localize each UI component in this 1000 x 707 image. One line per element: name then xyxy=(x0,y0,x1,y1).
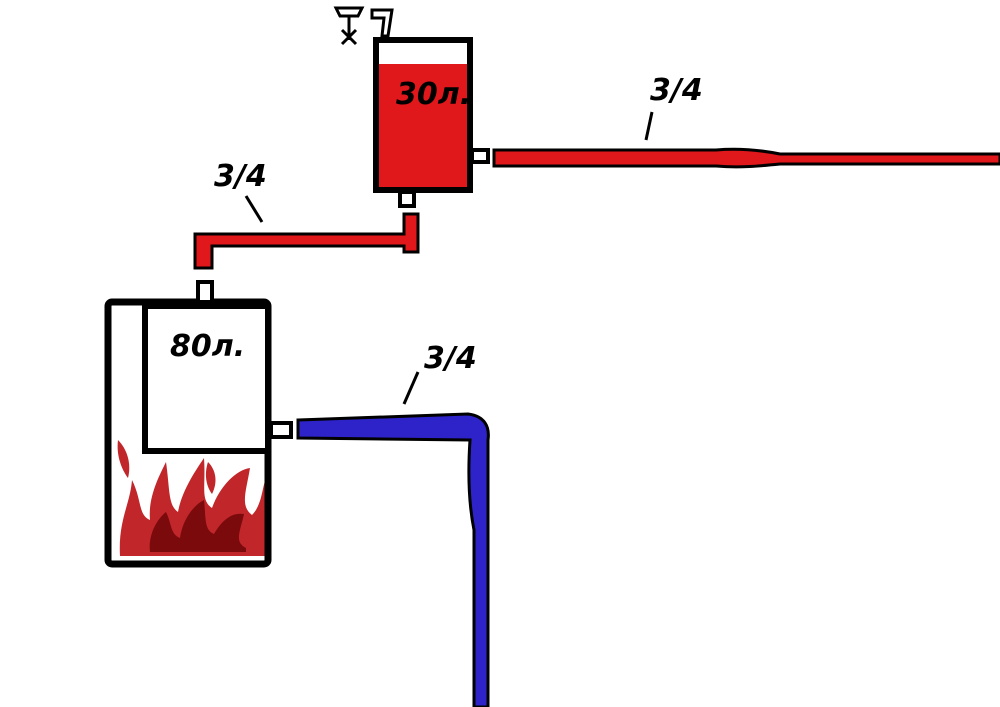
flame-lick-left xyxy=(117,440,130,478)
flame-lick-mid xyxy=(205,462,216,494)
faucet-star xyxy=(340,28,358,46)
boiler-top-nozzle xyxy=(196,280,214,304)
upper-tank-side-nozzle xyxy=(470,148,490,164)
boiler-stove: 80л. xyxy=(104,280,293,568)
boiler-side-nozzle xyxy=(269,421,293,439)
hot-pipe-link-segment xyxy=(193,212,420,270)
boiler-volume-label: 80л. xyxy=(170,329,245,364)
flame-inner xyxy=(149,500,246,552)
hot-pipe-right-segment xyxy=(492,147,1000,169)
hot-pipe-link-pointer xyxy=(244,195,264,223)
hot-pipe-right-size-label: 3/4 xyxy=(650,73,703,108)
fire-icon xyxy=(117,440,268,556)
upper-tank-water xyxy=(376,64,470,190)
faucet-icon xyxy=(333,6,394,46)
cold-pipe: 3/4 xyxy=(296,341,490,707)
hot-pipe-link: 3/4 xyxy=(193,159,420,270)
cold-pipe-size-label: 3/4 xyxy=(424,341,477,376)
upper-tank-body xyxy=(373,37,473,193)
boiler-water-chamber xyxy=(142,303,271,454)
hot-pipe-right: 3/4 xyxy=(492,73,1000,169)
upper-tank-bottom-nozzle xyxy=(398,190,416,208)
faucet-spout xyxy=(370,8,394,38)
cold-pipe-segment xyxy=(296,412,490,707)
hot-pipe-right-pointer xyxy=(644,111,654,141)
cold-pipe-pointer xyxy=(402,371,420,405)
faucet-handle xyxy=(333,6,365,18)
hot-pipe-link-size-label: 3/4 xyxy=(214,159,267,194)
upper-tank: 30л. xyxy=(333,6,490,208)
upper-tank-volume-label: 30л. xyxy=(396,77,471,112)
